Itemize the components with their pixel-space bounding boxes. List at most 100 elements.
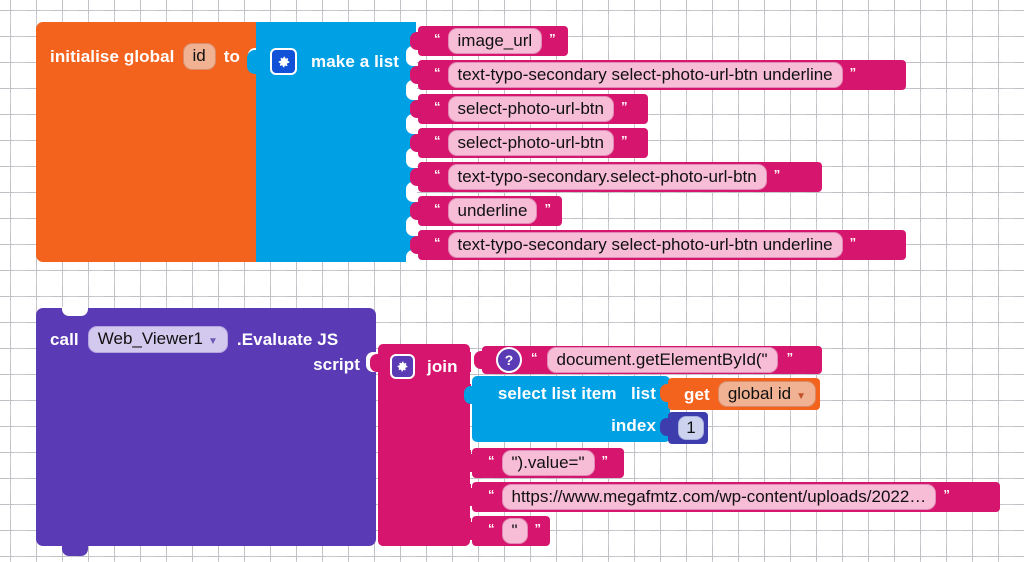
call-keyword: call <box>50 329 79 349</box>
quote-close: ” <box>544 200 551 216</box>
text-value-field[interactable]: select-photo-url-btn <box>447 129 614 157</box>
quote-open: “ <box>488 486 495 502</box>
list-item-socket-3 <box>406 114 417 134</box>
quote-close: ” <box>549 30 556 46</box>
script-socket-label: script <box>313 355 360 374</box>
next-statement-tab <box>62 545 88 556</box>
list-item-socket-5 <box>406 182 417 202</box>
make-a-list-label: make a list <box>311 52 400 71</box>
join-label: join <box>427 357 458 376</box>
plug-tab <box>464 488 476 506</box>
global-variable-dropdown[interactable]: global id ▼ <box>717 380 817 408</box>
quote-open: “ <box>488 520 495 536</box>
text-value-field[interactable]: text-typo-secondary select-photo-url-btn… <box>447 61 843 89</box>
quote-close: ” <box>601 452 609 468</box>
quote-open: “ <box>434 166 441 182</box>
select-list-item-block[interactable]: select list item list index <box>464 376 671 442</box>
text-block[interactable]: “ text-typo-secondary.select-photo-url-b… <box>410 162 822 192</box>
quote-close: ” <box>786 349 794 365</box>
component-dropdown[interactable]: Web_Viewer1▼ <box>87 326 228 353</box>
list-item-socket-4 <box>406 148 417 168</box>
plug-tab <box>410 168 422 186</box>
text-value-field[interactable]: document.getElementById(" <box>546 346 778 374</box>
quote-close: ” <box>849 64 857 80</box>
text-value-field[interactable]: ").value=" <box>501 449 595 477</box>
list-socket-label: list <box>631 384 656 403</box>
previous-statement-notch <box>62 307 88 316</box>
plug-tab <box>370 354 382 372</box>
initialise-global-block[interactable]: initialise global id to <box>36 22 259 262</box>
global-variable-name-field[interactable]: id <box>182 43 216 70</box>
quote-close: ” <box>773 166 781 182</box>
method-name: .Evaluate JS <box>236 329 339 349</box>
text-block[interactable]: “ underline ” <box>410 196 562 226</box>
initialise-global-keyword: initialise global <box>50 46 175 66</box>
initialise-global-row: initialise global id to <box>50 43 240 70</box>
text-value-field[interactable]: underline <box>447 197 538 225</box>
text-value-field[interactable]: text-typo-secondary select-photo-url-btn… <box>447 231 843 259</box>
plug-tab <box>464 454 476 472</box>
plug-tab <box>410 66 422 84</box>
call-evaluate-js-block[interactable]: call Web_Viewer1▼ .Evaluate JS script <box>36 307 377 556</box>
text-block[interactable]: “ text-typo-secondary select-photo-url-b… <box>410 60 906 90</box>
quote-open: “ <box>434 132 441 148</box>
quote-close: ” <box>620 98 628 114</box>
quote-close: ” <box>943 486 950 502</box>
index-socket-label: index <box>611 416 656 435</box>
plug-tab <box>474 351 486 369</box>
text-block[interactable]: “ ").value=" ” <box>464 448 624 478</box>
index-row: index <box>611 417 656 436</box>
chevron-down-icon: ▼ <box>796 390 807 402</box>
text-block[interactable]: “ image_url ” <box>410 26 568 56</box>
make-a-list-header: make a list <box>270 48 399 75</box>
text-block-with-helper[interactable]: ? “ document.getElementById(" ” <box>474 346 822 374</box>
plug-tab <box>410 202 422 220</box>
text-block[interactable]: “ " ” <box>464 516 550 546</box>
quote-open: “ <box>531 349 538 365</box>
quote-close: ” <box>534 520 542 536</box>
quote-open: “ <box>434 200 441 216</box>
make-a-list-plug <box>247 50 257 74</box>
text-block[interactable]: “ select-photo-url-btn ” <box>410 94 648 124</box>
make-a-list-block[interactable]: make a list <box>247 22 417 270</box>
global-variable-name: global id <box>727 383 792 403</box>
text-value-field[interactable]: https://www.megafmtz.com/wp-content/uplo… <box>501 483 937 511</box>
call-header-row: call Web_Viewer1▼ .Evaluate JS <box>50 326 338 353</box>
select-list-item-label: select list item <box>497 384 617 403</box>
text-value-field[interactable]: text-typo-secondary.select-photo-url-btn <box>447 163 767 191</box>
text-block[interactable]: “ text-typo-secondary select-photo-url-b… <box>410 230 906 260</box>
get-keyword: get <box>684 384 710 404</box>
plug-tab <box>410 134 422 152</box>
question-mark-icon[interactable]: ? <box>496 347 522 373</box>
gear-icon[interactable] <box>390 354 415 379</box>
quote-open: “ <box>488 452 495 468</box>
plug-tab <box>464 522 476 540</box>
initialise-global-to-keyword: to <box>223 46 240 66</box>
join-header: join <box>390 354 458 379</box>
text-block[interactable]: “ https://www.megafmtz.com/wp-content/up… <box>464 482 1000 512</box>
text-value-field[interactable]: " <box>501 517 528 545</box>
text-value-field[interactable]: image_url <box>447 27 543 55</box>
list-item-socket-7 <box>406 250 417 270</box>
plug-tab <box>410 32 422 50</box>
select-list-item-row: select list item list <box>498 385 656 404</box>
get-global-variable-block[interactable]: get global id ▼ <box>660 378 820 410</box>
plug-tab <box>410 100 422 118</box>
quote-close: ” <box>620 132 628 148</box>
quote-open: “ <box>434 234 441 250</box>
math-number-block[interactable]: 1 <box>660 412 708 444</box>
join-socket-1 <box>460 352 471 372</box>
plug-tab <box>410 236 422 254</box>
plug-tab <box>660 384 672 402</box>
quote-open: “ <box>434 30 441 46</box>
text-value-field[interactable]: select-photo-url-btn <box>447 95 614 123</box>
text-block[interactable]: “ select-photo-url-btn ” <box>410 128 648 158</box>
gear-icon[interactable] <box>270 48 297 75</box>
number-value-field[interactable]: 1 <box>678 415 704 441</box>
quote-close: ” <box>849 234 857 250</box>
join-block[interactable]: join <box>370 344 471 546</box>
quote-open: “ <box>434 98 441 114</box>
list-item-socket-2 <box>406 80 417 100</box>
quote-open: “ <box>434 64 441 80</box>
chevron-down-icon: ▼ <box>207 336 218 347</box>
